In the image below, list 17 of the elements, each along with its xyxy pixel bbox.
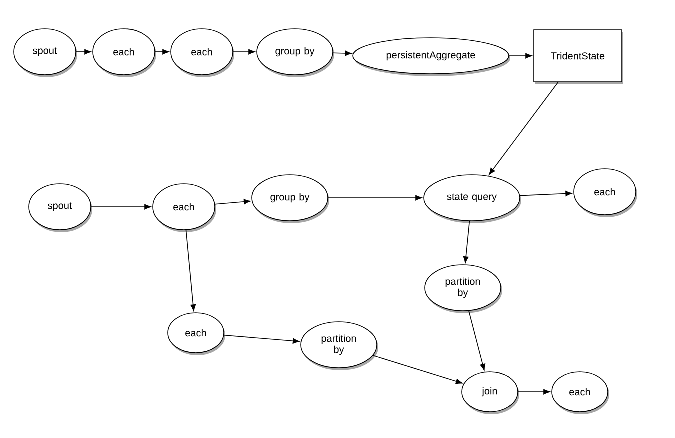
state-box: TridentState (534, 30, 624, 84)
arrow (328, 195, 422, 201)
arrow (76, 49, 92, 55)
arrow (214, 199, 251, 205)
arrow (332, 50, 352, 56)
arrow (520, 191, 572, 196)
arrow (468, 310, 486, 371)
arrow (233, 49, 256, 55)
arrow (489, 82, 559, 176)
arrow (518, 389, 550, 395)
arrow (372, 355, 463, 384)
arrow (91, 204, 152, 210)
arrow (463, 220, 470, 264)
arrow (155, 49, 170, 55)
arrow (186, 230, 196, 312)
arrow (509, 53, 532, 59)
arrow (224, 334, 300, 344)
